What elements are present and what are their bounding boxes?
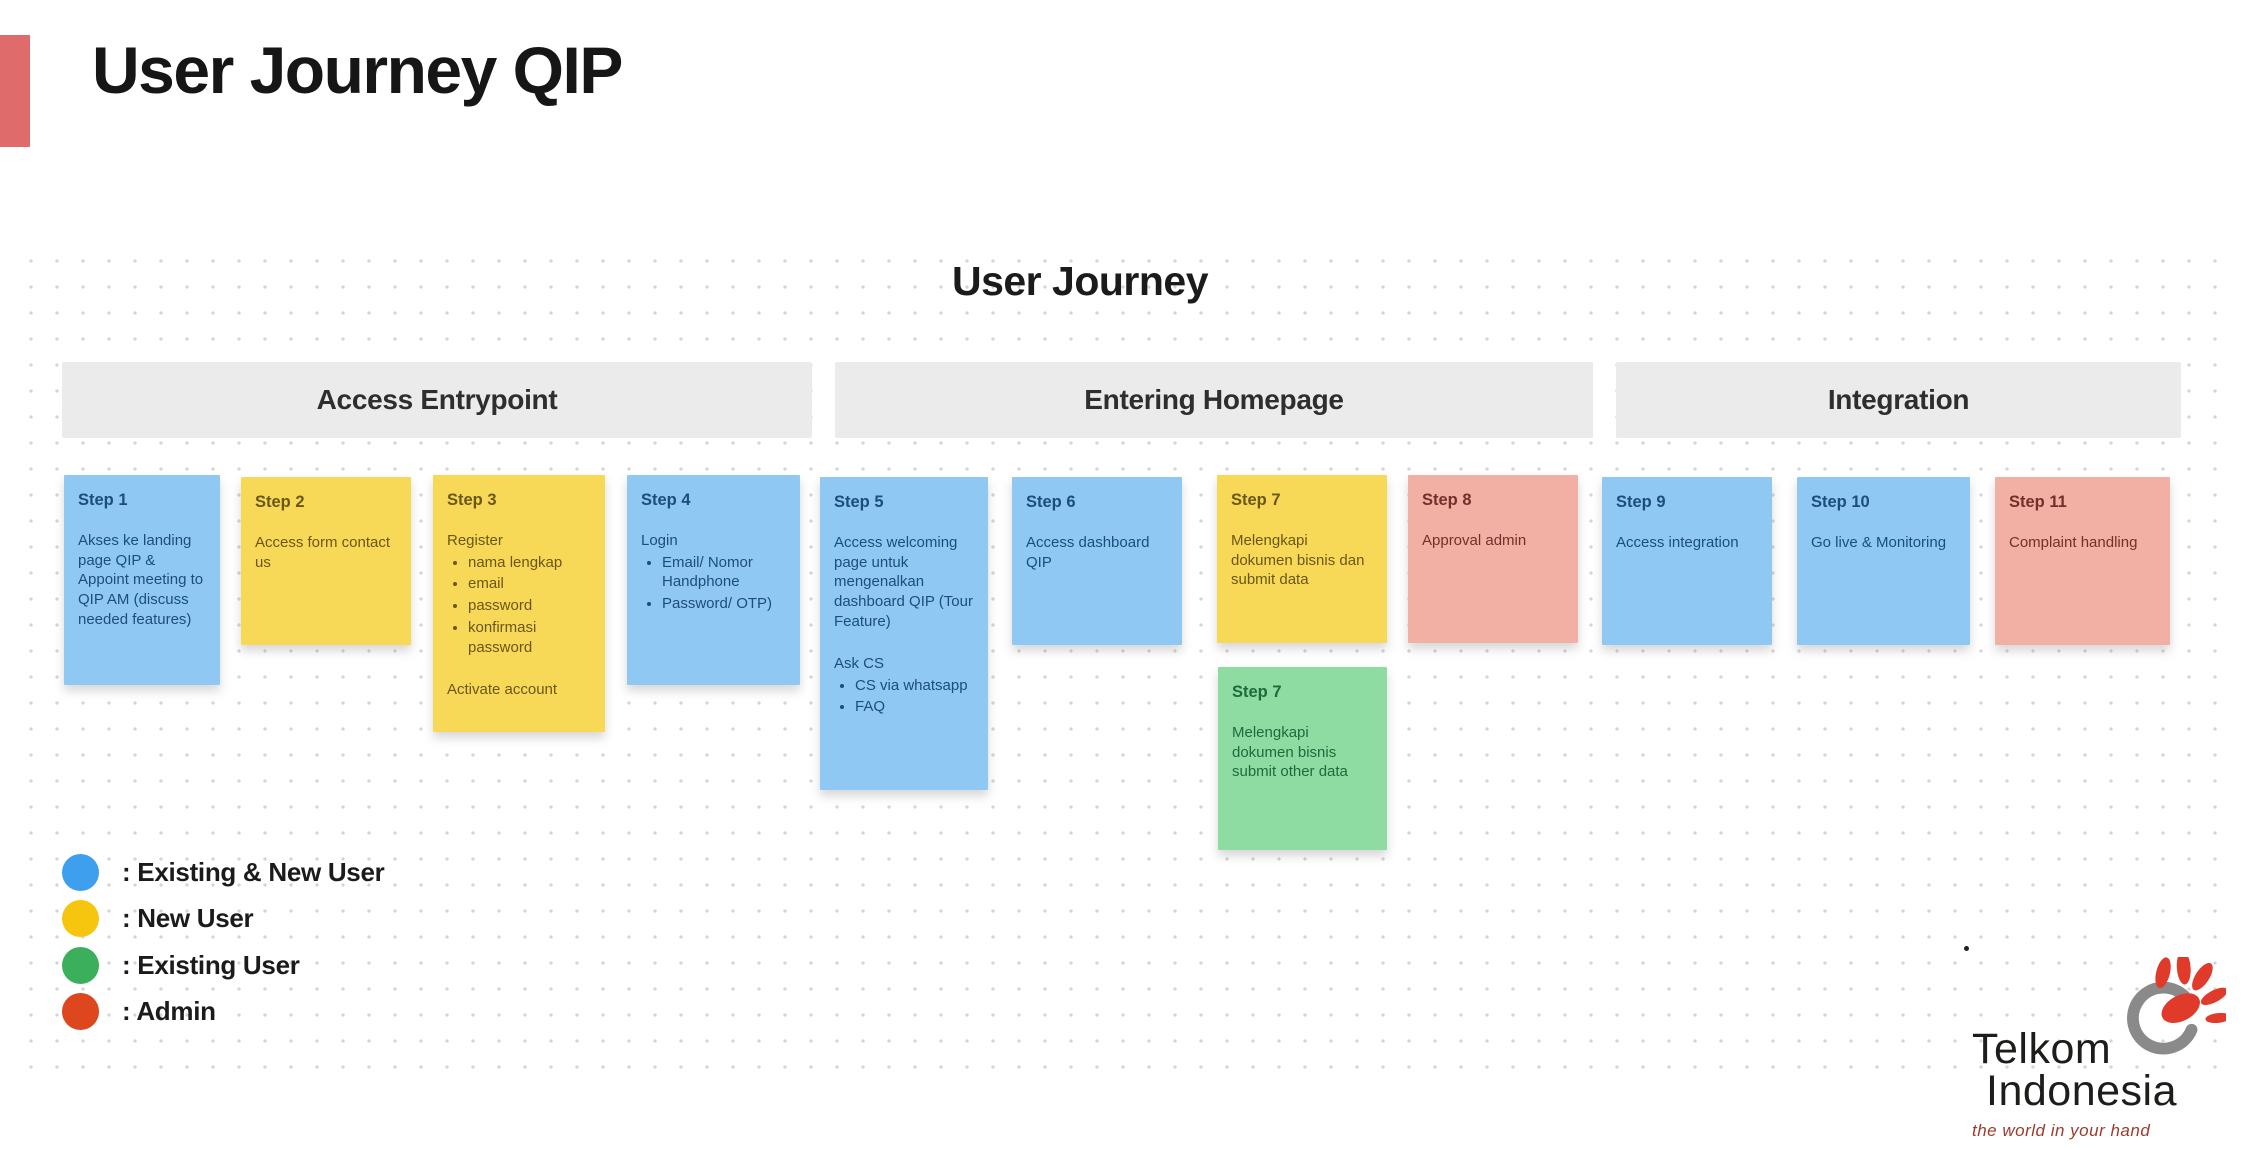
sticky-note-step-3: Step 3 Register nama lengkapemailpasswordk… — [433, 475, 605, 732]
sticky-note-step-11: Step 11 Complaint handling — [1995, 477, 2170, 645]
note-bullet: nama lengkap — [468, 553, 591, 573]
note-bullet: konfirmasi password — [468, 618, 591, 658]
note-text: Melengkapi dokumen bisnis dan submit dat… — [1231, 531, 1365, 589]
note-title: Step 9 — [1616, 493, 1666, 511]
legend-label: : Existing User — [122, 949, 300, 980]
note-bullet: Password/ OTP) — [662, 594, 786, 614]
legend-item: : New User — [62, 900, 254, 938]
note-title: Step 11 — [2009, 493, 2067, 511]
sticky-note-step-7: Step 7 Melengkapi dokumen bisnis dan subm… — [1217, 475, 1387, 643]
note-text: Approval admin — [1422, 531, 1527, 549]
note-title: Step 6 — [1026, 493, 1076, 511]
sticky-note-step-9: Step 9 Access integration — [1602, 477, 1772, 645]
note-bullet: Email/ Nomor Handphone — [662, 553, 786, 593]
logo-text-telkom: Telkom — [1972, 1025, 2112, 1073]
note-text: Ask CS — [834, 654, 885, 672]
note-title: Step 7 — [1231, 491, 1281, 509]
sticky-note-step-7b: Step 7 Melengkapi dokumen bisnis submit o… — [1218, 667, 1387, 850]
note-text: Akses ke landing page QIP & Appoint meet… — [78, 531, 204, 628]
note-text: Access integration — [1616, 533, 1739, 551]
legend-item: : Admin — [62, 993, 216, 1031]
note-text: Access form contact us — [255, 533, 391, 571]
note-bullet: CS via whatsapp — [855, 676, 974, 696]
note-title: Step 7 — [1232, 683, 1282, 701]
sticky-note-step-6: Step 6 Access dashboard QIP — [1012, 477, 1182, 645]
legend-label: : Admin — [122, 996, 216, 1026]
telkom-logo: Telkom Indonesia the world in your hand — [1960, 955, 2240, 1150]
sticky-note-step-8: Step 8 Approval admin — [1408, 475, 1578, 643]
note-title: Step 3 — [447, 491, 497, 509]
note-title: Step 5 — [834, 493, 884, 511]
note-title: Step 2 — [255, 493, 305, 511]
canvas-title: User Journey — [951, 258, 1209, 304]
note-bullet: FAQ — [855, 697, 974, 717]
note-text: Login — [641, 531, 678, 549]
note-text: Activate account — [447, 680, 558, 698]
page-title: User Journey QIP — [92, 33, 623, 107]
legend-color-dot — [62, 900, 99, 937]
note-title: Step 8 — [1422, 491, 1472, 509]
sticky-note-step-4: Step 4 LoginEmail/ Nomor HandphonePasswor… — [627, 475, 800, 685]
sticky-note-step-5: Step 5 Access welcoming page untuk mengen… — [820, 477, 988, 790]
legend-item: : Existing User — [62, 946, 300, 984]
legend-color-dot — [62, 853, 99, 891]
legend-color-dot — [62, 946, 99, 984]
phase-header-entering-homepage: Entering Homepage — [835, 362, 1593, 438]
note-bullet: password — [468, 596, 591, 616]
sticky-note-step-1: Step 1 Akses ke landing page QIP & Appoin… — [64, 475, 220, 685]
accent-bar — [0, 35, 30, 147]
note-title: Step 4 — [641, 491, 691, 509]
legend-color-dot — [62, 993, 99, 1030]
note-bullet: email — [468, 574, 591, 594]
phase-header-label: Access Entrypoint — [316, 384, 558, 415]
phase-header-label: Entering Homepage — [1084, 384, 1344, 415]
phase-header-access-entrypoint: Access Entrypoint — [62, 362, 812, 438]
note-bullet-list: CS via whatsappFAQ — [834, 676, 974, 718]
legend-label: : New User — [122, 903, 254, 933]
telkom-hand-icon — [2127, 957, 2226, 1055]
legend-item: : Existing & New User — [62, 853, 385, 891]
note-text: Complaint handling — [2009, 533, 2138, 551]
note-text: Access welcoming page untuk mengenalkan … — [834, 533, 973, 630]
stray-dot — [1964, 946, 1969, 951]
note-text: Go live & Monitoring — [1811, 533, 1947, 551]
phase-header-integration: Integration — [1616, 362, 2181, 438]
note-title: Step 1 — [78, 491, 128, 509]
note-text: Access dashboard QIP — [1026, 533, 1150, 571]
phase-header-label: Integration — [1827, 384, 1970, 415]
note-bullet-list: Email/ Nomor HandphonePassword/ OTP) — [641, 553, 786, 614]
sticky-note-step-2: Step 2 Access form contact us — [241, 477, 411, 645]
note-bullet-list: nama lengkapemailpasswordkonfirmasi pass… — [447, 553, 591, 658]
note-title: Step 10 — [1811, 493, 1870, 511]
sticky-note-step-10: Step 10 Go live & Monitoring — [1797, 477, 1970, 645]
logo-text-indonesia: Indonesia — [1986, 1067, 2177, 1115]
logo-tagline: the world in your hand — [1972, 1121, 2151, 1140]
legend-label: : Existing & New User — [122, 856, 385, 887]
note-text: Register — [447, 531, 503, 549]
note-text: Melengkapi dokumen bisnis submit other d… — [1232, 723, 1348, 781]
